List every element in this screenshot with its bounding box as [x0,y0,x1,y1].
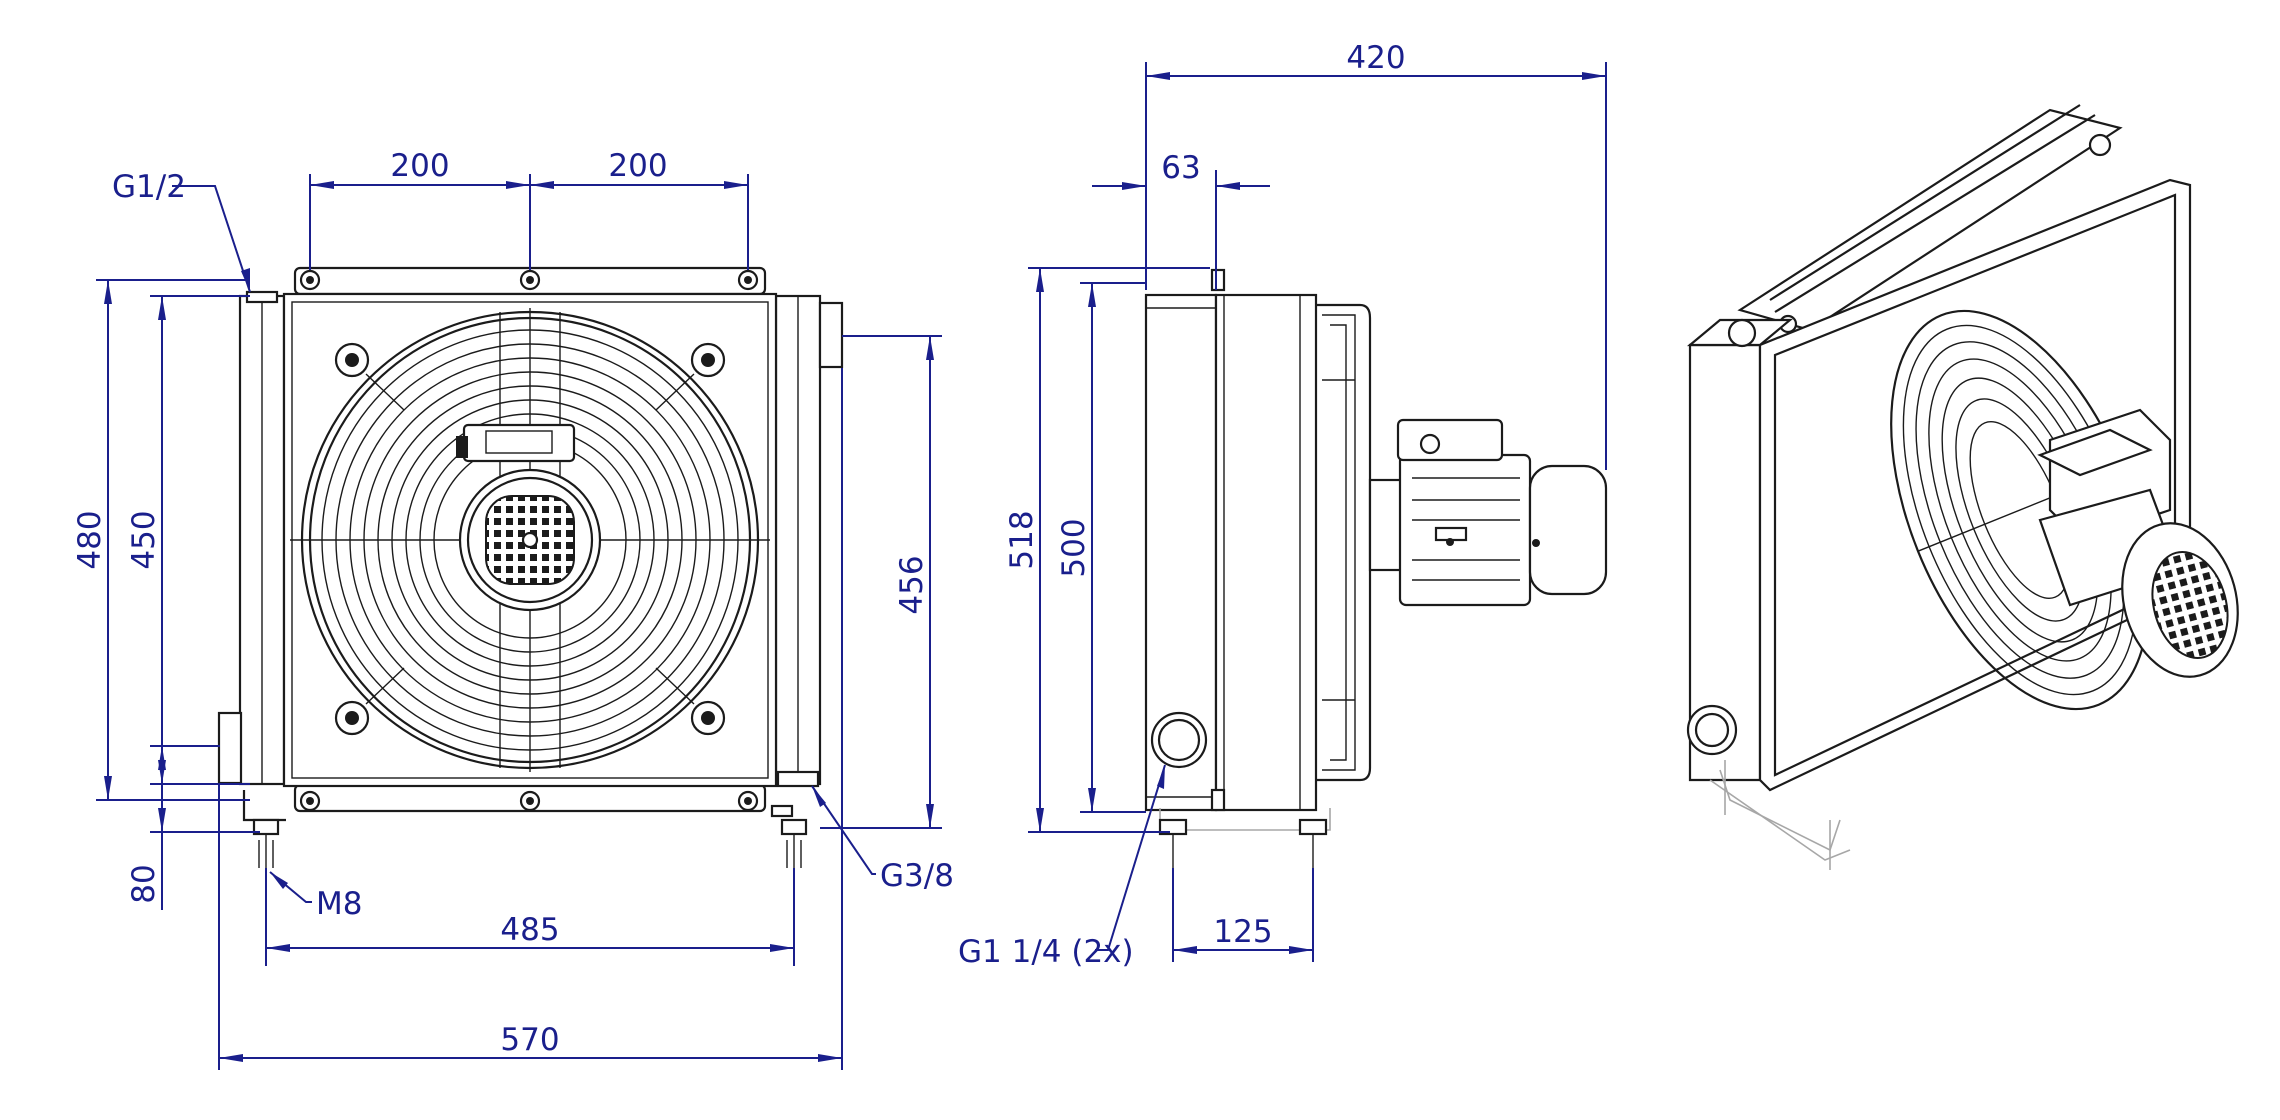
label-drain-port: G3/8 [880,858,954,894]
dim-foot-spacing: 125 [1213,914,1272,950]
dim-feet-spacing: 485 [500,912,559,948]
dim-foot-height: 80 [126,864,162,903]
side-motor [1368,418,1608,607]
dim-core-height: 500 [1056,518,1092,577]
dimensions: 200 200 480 450 80 456 [72,40,1607,1070]
dim-hole-spacing-left: 200 [390,148,449,184]
dim-hole-spacing-right: 200 [608,148,667,184]
bracket-holes [299,269,759,291]
side-shroud [1214,293,1318,812]
dim-core-depth: 63 [1161,150,1200,186]
motor-terminal-box [1396,418,1504,462]
top-port-boss [245,290,279,304]
dim-port-spacing: 456 [894,555,930,614]
motor-fan-cover [1528,464,1608,596]
front-view [217,266,844,868]
dim-overall-depth: 420 [1346,40,1405,76]
side-guard [1316,303,1372,782]
mounting-feet-front [242,790,808,868]
shroud-corner-mounts [334,342,726,736]
side-view [1144,268,1608,868]
mounting-feet-side [1158,808,1331,868]
dim-overall-height: 518 [1004,510,1040,569]
dim-height-inner: 450 [126,510,162,569]
upper-right-port [818,301,844,369]
label-foot-bolt: M8 [316,886,362,922]
isometric-view [1686,104,2239,870]
lower-left-port [217,711,243,785]
label-main-ports: G1 1/4 (2x) [958,934,1134,970]
label-top-port: G1/2 [112,169,186,205]
dim-overall-width: 570 [500,1022,559,1058]
iso-feet [1709,760,1851,870]
dim-height-outer: 480 [72,510,108,569]
drain-plug [776,770,820,788]
